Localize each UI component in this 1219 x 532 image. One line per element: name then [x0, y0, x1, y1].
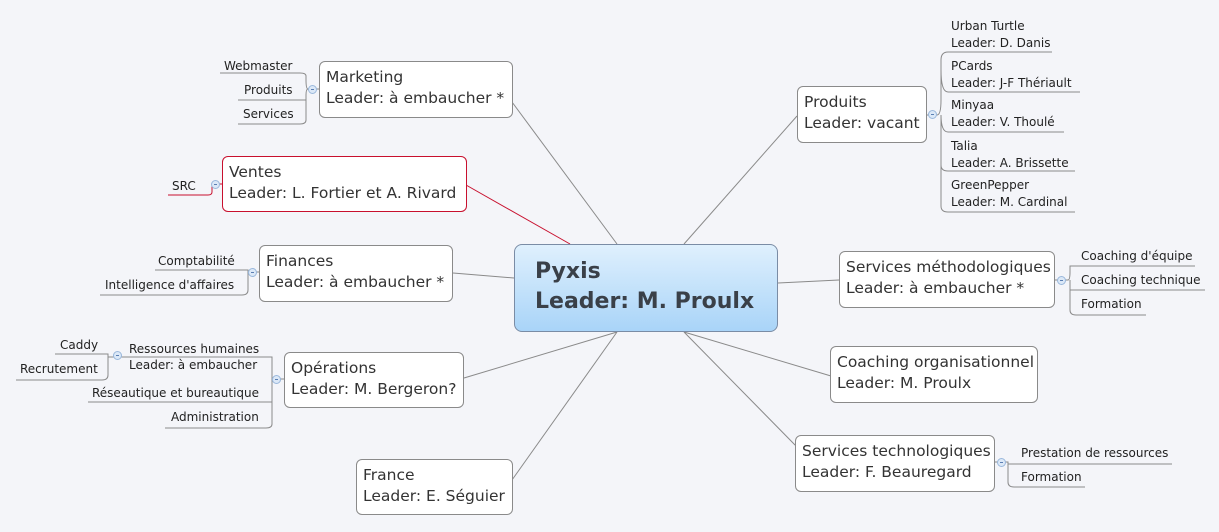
- subtopic-webmaster[interactable]: Webmaster: [224, 59, 293, 73]
- collapse-toggle-icon[interactable]: [308, 85, 317, 94]
- topic-title: France: [363, 466, 415, 484]
- collapse-toggle-icon[interactable]: [997, 458, 1006, 467]
- subtopic-urban-turtle[interactable]: Urban Turtle Leader: D. Danis: [951, 18, 1050, 52]
- subtopic-administration[interactable]: Administration: [171, 410, 259, 424]
- subtopic-formation[interactable]: Formation: [1021, 470, 1082, 484]
- subtopic-minyaa[interactable]: Minyaa Leader: V. Thoulé: [951, 97, 1055, 131]
- topic-operations[interactable]: Opérations Leader: M. Bergeron?: [284, 352, 464, 408]
- central-topic-pyxis[interactable]: Pyxis Leader: M. Proulx: [514, 244, 778, 332]
- topic-services-technologiques[interactable]: Services technologiques Leader: F. Beaur…: [795, 435, 995, 492]
- topic-title: Opérations: [291, 359, 377, 377]
- subtopic-services[interactable]: Services: [243, 107, 294, 121]
- subtopic-leader: Leader: V. Thoulé: [951, 115, 1055, 129]
- central-leader: Leader: M. Proulx: [535, 289, 755, 314]
- topic-leader: Leader: à embaucher *: [326, 89, 505, 107]
- subtopic-reseautique[interactable]: Réseautique et bureautique: [92, 386, 260, 400]
- topic-title: Marketing: [326, 68, 404, 86]
- collapse-toggle-icon[interactable]: [272, 375, 281, 384]
- subtopic-title: Minyaa: [951, 98, 995, 112]
- topic-leader: Leader: M. Bergeron?: [291, 380, 457, 398]
- subtopic-prestation-ressources[interactable]: Prestation de ressources: [1021, 446, 1169, 460]
- subtopic-greenpepper[interactable]: GreenPepper Leader: M. Cardinal: [951, 177, 1067, 211]
- subtopic-pcards[interactable]: PCards Leader: J-F Thériault: [951, 58, 1072, 92]
- subtopic-title: PCards: [951, 59, 993, 73]
- topic-leader: Leader: à embaucher *: [266, 273, 445, 291]
- subtopic-comptabilite[interactable]: Comptabilité: [158, 254, 235, 268]
- subtopic-leader: Leader: D. Danis: [951, 36, 1051, 50]
- collapse-toggle-icon[interactable]: [928, 110, 937, 119]
- topic-title: Services méthodologiques: [846, 258, 1051, 276]
- topic-services-methodologiques[interactable]: Services méthodologiques Leader: à embau…: [839, 251, 1055, 308]
- subtopic-talia[interactable]: Talia Leader: A. Brissette: [951, 138, 1069, 172]
- collapse-toggle-icon[interactable]: [248, 268, 257, 277]
- subtopic-title: Talia: [951, 139, 978, 153]
- topic-leader: Leader: M. Proulx: [837, 374, 972, 392]
- subtopic-src[interactable]: SRC: [172, 179, 196, 193]
- subtopic-title: Ressources humaines: [129, 342, 260, 356]
- topic-leader: Leader: F. Beauregard: [802, 463, 972, 481]
- collapse-toggle-icon[interactable]: [211, 180, 220, 189]
- central-title: Pyxis: [535, 259, 601, 284]
- topic-ventes[interactable]: Ventes Leader: L. Fortier et A. Rivard: [222, 156, 467, 212]
- subtopic-intelligence-affaires[interactable]: Intelligence d'affaires: [105, 278, 235, 292]
- topic-leader: Leader: à embaucher *: [846, 279, 1025, 297]
- collapse-toggle-icon[interactable]: [113, 351, 122, 360]
- subtopic-recrutement[interactable]: Recrutement: [20, 362, 98, 376]
- subtopic-title: GreenPepper: [951, 178, 1030, 192]
- collapse-toggle-icon[interactable]: [1057, 276, 1066, 285]
- subtopic-leader: Leader: à embaucher: [129, 358, 258, 372]
- subtopic-produits[interactable]: Produits: [244, 83, 293, 97]
- topic-marketing[interactable]: Marketing Leader: à embaucher *: [319, 61, 513, 118]
- subtopic-coaching-technique[interactable]: Coaching technique: [1081, 273, 1201, 287]
- subtopic-formation[interactable]: Formation: [1081, 297, 1142, 311]
- topic-france[interactable]: France Leader: E. Séguier: [356, 459, 513, 515]
- topic-leader: Leader: E. Séguier: [363, 487, 505, 505]
- topic-leader: Leader: L. Fortier et A. Rivard: [229, 184, 457, 202]
- subtopic-title: Urban Turtle: [951, 19, 1025, 33]
- topic-title: Finances: [266, 252, 334, 270]
- subtopic-caddy[interactable]: Caddy: [60, 338, 99, 352]
- subtopic-leader: Leader: A. Brissette: [951, 156, 1069, 170]
- subtopic-coaching-equipe[interactable]: Coaching d'équipe: [1081, 249, 1193, 263]
- topic-finances[interactable]: Finances Leader: à embaucher *: [259, 245, 453, 302]
- topic-title: Services technologiques: [802, 442, 991, 460]
- topic-title: Produits: [804, 93, 867, 111]
- topic-title: Ventes: [229, 163, 282, 181]
- subtopic-leader: Leader: J-F Thériault: [951, 76, 1072, 90]
- subtopic-leader: Leader: M. Cardinal: [951, 195, 1068, 209]
- subtopic-ressources-humaines[interactable]: Ressources humaines Leader: à embaucher: [129, 341, 259, 373]
- topic-leader: Leader: vacant: [804, 114, 920, 132]
- topic-title: Coaching organisationnel: [837, 353, 1035, 371]
- topic-produits[interactable]: Produits Leader: vacant: [797, 86, 927, 143]
- topic-coaching-organisationnel[interactable]: Coaching organisationnel Leader: M. Prou…: [830, 346, 1038, 403]
